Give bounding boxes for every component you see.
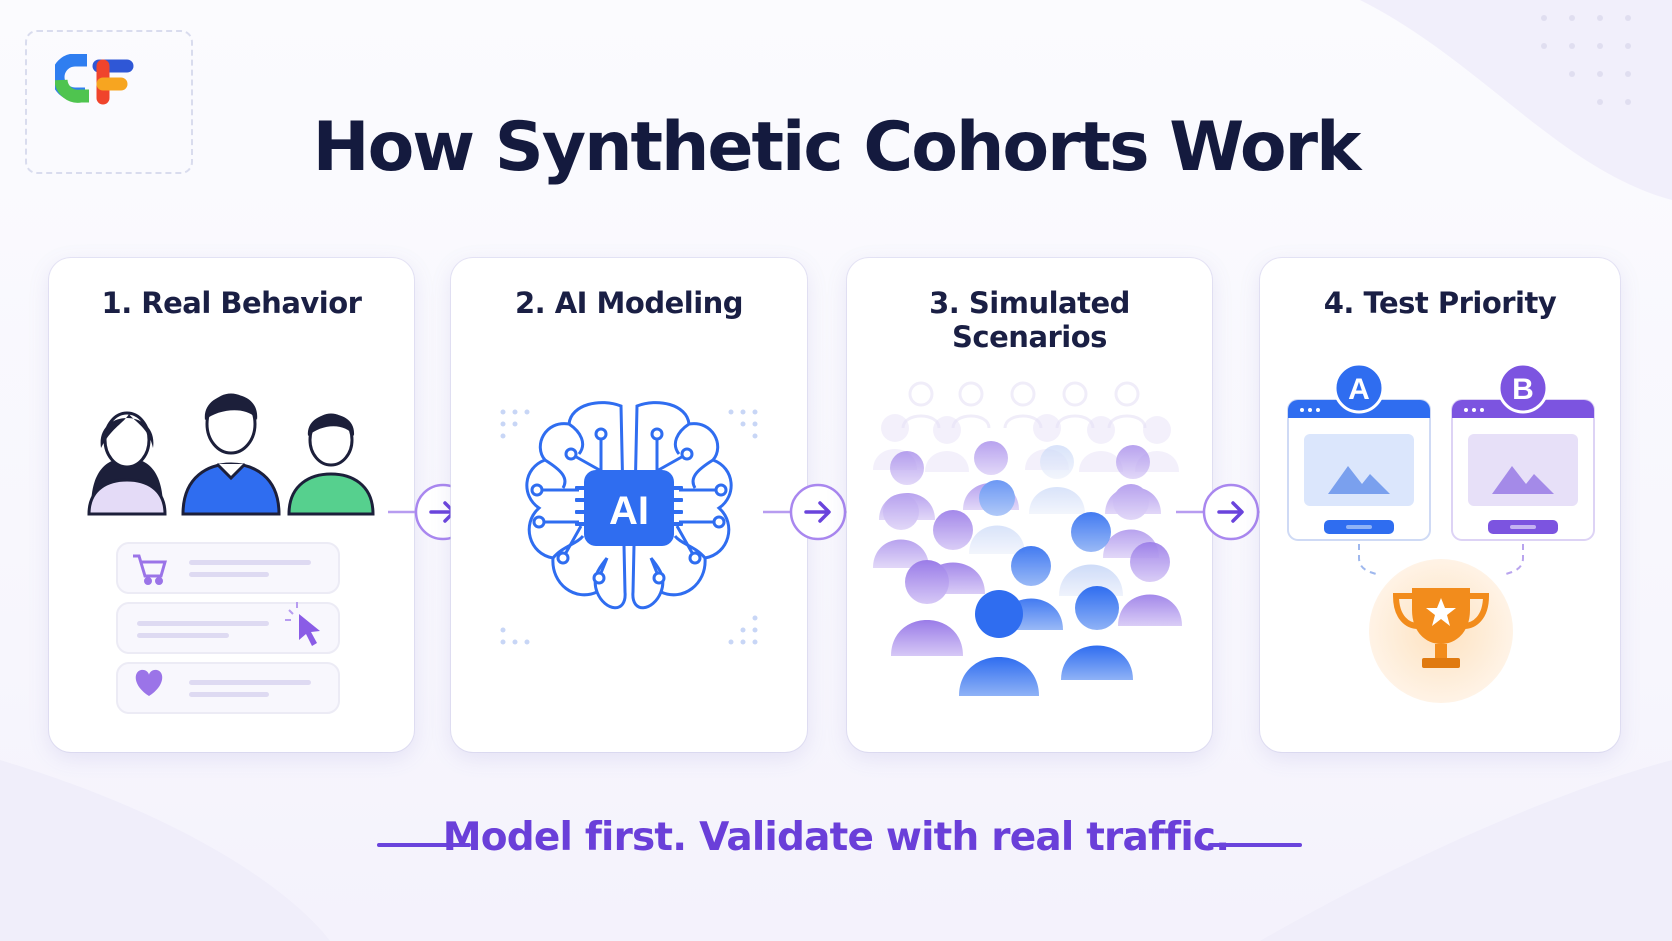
page-title: How Synthetic Cohorts Work	[312, 108, 1362, 187]
variant-b-badge: B	[1512, 373, 1534, 406]
trophy-icon	[1392, 588, 1490, 668]
ai-chip-label: AI	[609, 489, 649, 533]
divider-right	[1208, 843, 1302, 847]
arrow-right-icon	[804, 501, 831, 523]
logo	[55, 54, 134, 105]
person-icon	[181, 393, 281, 516]
heart-icon	[135, 669, 163, 696]
variant-a-window: A	[1287, 362, 1431, 541]
image-icon	[1328, 466, 1390, 494]
ai-chip-icon	[584, 470, 674, 546]
step-card-real-behavior: 1. Real Behavior	[49, 258, 414, 752]
cart-icon	[133, 554, 167, 585]
ab-test-illustration: A B	[1287, 362, 1595, 703]
step-title: 3. Simulated Scenarios	[929, 286, 1130, 354]
step-title: 1. Real Behavior	[101, 286, 362, 320]
decorative-dots	[1541, 15, 1631, 105]
variant-a-badge: A	[1348, 373, 1370, 406]
step-card-ai-modeling: 2. AI Modeling	[451, 258, 807, 752]
arrow-right-icon	[1217, 501, 1244, 523]
variant-b-window: B	[1451, 362, 1595, 541]
crowd-icon	[873, 381, 1182, 696]
tagline: Model first. Validate with real traffic.	[442, 815, 1230, 860]
real-behavior-illustration	[87, 393, 375, 714]
tagline-section: Model first. Validate with real traffic.	[0, 815, 1672, 875]
logo-placeholder	[25, 30, 193, 174]
divider-left	[377, 843, 471, 847]
step-card-test-priority: 4. Test Priority A B	[1260, 258, 1620, 752]
person-icon	[287, 413, 375, 516]
activity-list	[116, 542, 340, 714]
person-icon	[87, 411, 167, 516]
image-icon	[1492, 466, 1554, 494]
brain-icon: AI	[500, 401, 758, 645]
step-title: 2. AI Modeling	[514, 286, 744, 320]
step-title: 4. Test Priority	[1323, 286, 1557, 320]
star-icon	[1426, 598, 1456, 626]
cursor-click-icon	[285, 602, 320, 646]
step-card-simulated-scenarios: 3. Simulated Scenarios	[847, 258, 1212, 752]
